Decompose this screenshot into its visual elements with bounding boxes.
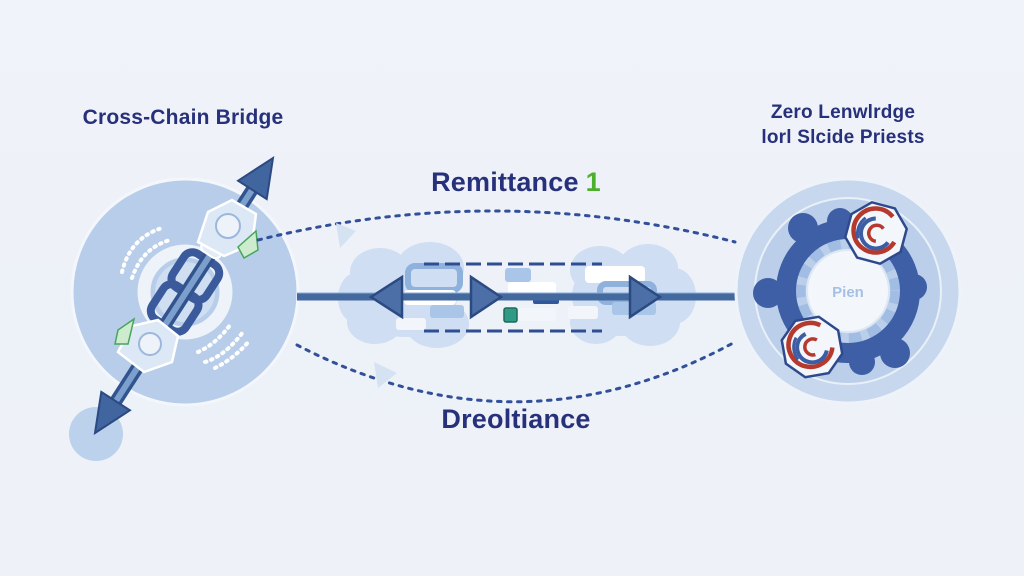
arrowhead-right-icon xyxy=(469,274,504,320)
currency-badge-icon xyxy=(780,315,844,379)
arrowhead-right-icon xyxy=(628,274,663,320)
top-flow-label-number: 1 xyxy=(585,167,601,197)
right-node-title-line1: Zero Lenwlrdge xyxy=(770,102,916,123)
paper-hand-icon xyxy=(114,317,180,374)
bridge-rail-lines xyxy=(424,262,602,333)
center-connection-group xyxy=(297,242,740,348)
right-node-title: Zero Lenwlrdge lorl Slcide Priests xyxy=(721,100,965,150)
left-node-title: Cross-Chain Bridge xyxy=(82,106,284,129)
flow-curves-group xyxy=(256,209,737,404)
right-node-group: Pien xyxy=(734,177,962,405)
hub-circle xyxy=(806,249,890,333)
bottom-flow-label: Dreoltiance xyxy=(441,404,591,434)
right-node-title-line2: lorl Slcide Priests xyxy=(761,127,925,148)
left-node-group xyxy=(69,155,300,461)
top-flow-dotted-curve xyxy=(256,209,737,244)
arrowhead-left-icon xyxy=(368,274,404,320)
flow-arrow-marker-icon xyxy=(336,223,356,248)
bottom-flow-dotted-curve xyxy=(295,340,737,404)
currency-badge-icon xyxy=(843,200,909,266)
gear-ring-icon xyxy=(792,235,904,347)
top-flow-label-text: Remittance xyxy=(431,167,579,197)
hub-text: Pien xyxy=(832,284,864,301)
paper-hand-icon xyxy=(196,198,259,260)
flow-arrow-marker-icon xyxy=(374,362,397,388)
